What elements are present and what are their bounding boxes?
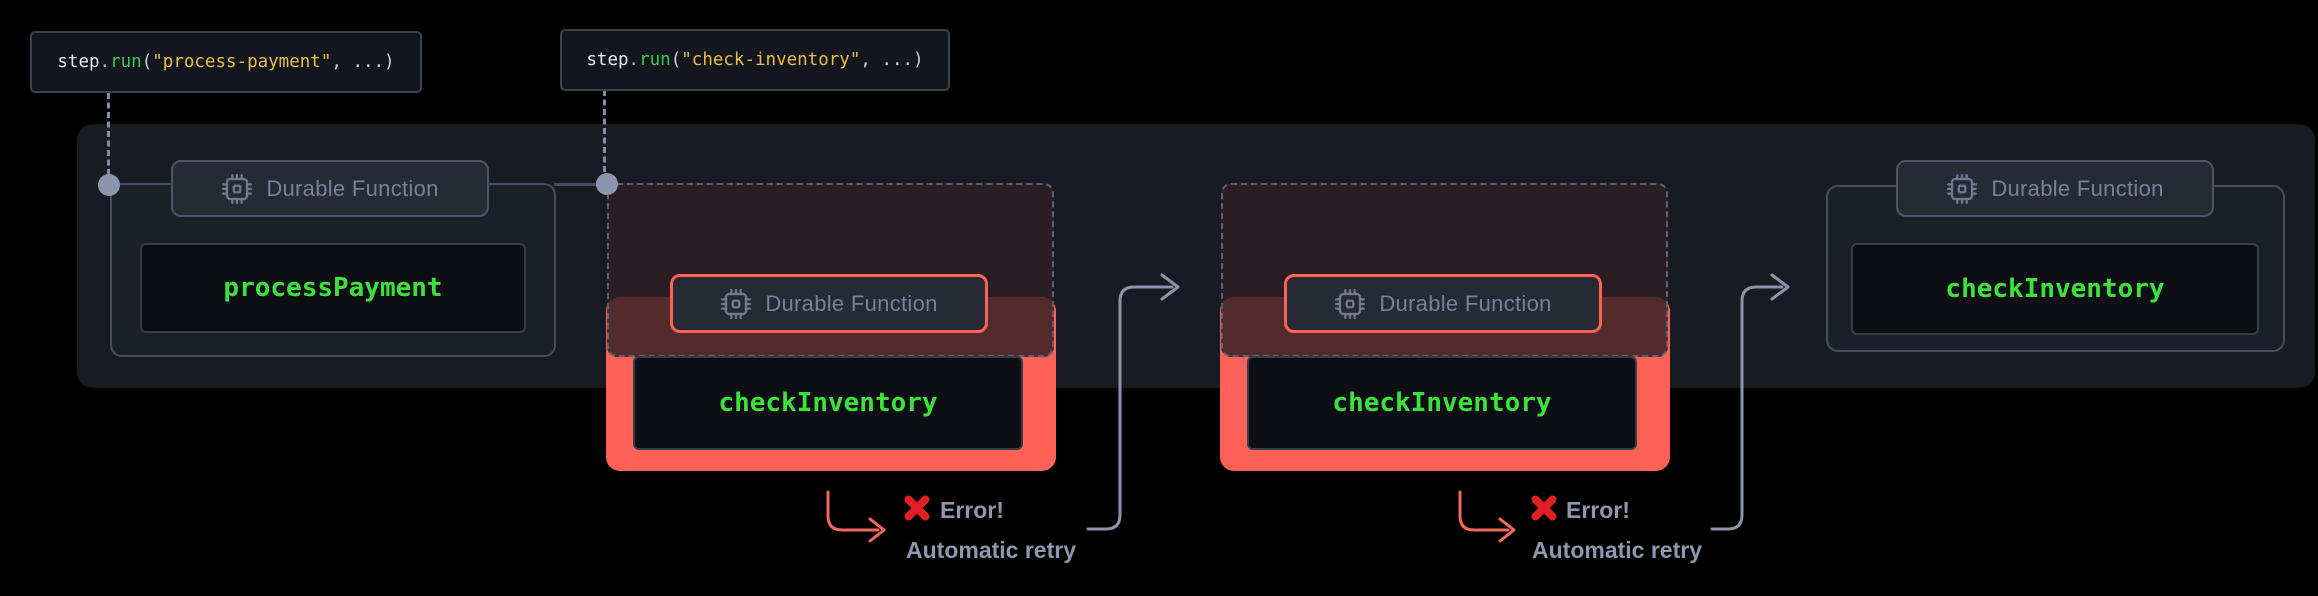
function-name-box-4: checkInventory: [1851, 243, 2259, 335]
code-token: , ...): [331, 52, 395, 72]
retry-label-1: Automatic retry: [906, 537, 1076, 563]
retry-arrow-1: [1086, 273, 1180, 531]
error-label-1: Error!: [940, 497, 1004, 523]
code-token: run: [110, 52, 142, 72]
code-label-check-inventory: step.run("check-inventory", ...): [560, 29, 950, 91]
code-token: step: [586, 50, 629, 70]
error-label-2: Error!: [1566, 497, 1630, 523]
code-token: .: [628, 50, 640, 70]
dashed-connector-1: [107, 93, 110, 175]
code-token: (: [141, 52, 153, 72]
durable-function-badge-4: Durable Function: [1896, 160, 2214, 217]
retry-arrow-2: [1710, 273, 1790, 531]
durable-function-badge-3: Durable Function: [1284, 274, 1602, 333]
cpu-chip-icon: [1335, 288, 1366, 319]
badge-label: Durable Function: [1991, 175, 2164, 201]
durable-function-badge-1: Durable Function: [171, 160, 489, 217]
cpu-chip-icon: [222, 173, 253, 204]
code-token: "check-inventory": [681, 50, 861, 70]
retry-label-2: Automatic retry: [1532, 537, 1702, 563]
code-label-process-payment: step.run("process-payment", ...): [30, 31, 422, 93]
badge-label: Durable Function: [266, 175, 439, 201]
durable-function-badge-2: Durable Function: [670, 274, 988, 333]
function-name-box-2: checkInventory: [633, 356, 1023, 450]
badge-label: Durable Function: [765, 290, 938, 316]
code-token: "process-payment": [152, 52, 332, 72]
connector-line: [554, 183, 598, 186]
badge-label: Durable Function: [1379, 290, 1552, 316]
function-name-box-1: processPayment: [140, 243, 526, 333]
dashed-connector-2: [603, 90, 606, 172]
function-name-box-3: checkInventory: [1247, 356, 1637, 450]
code-token: run: [639, 50, 671, 70]
step-dot-1: [98, 174, 120, 196]
error-arrow-1: [826, 490, 886, 543]
code-token: step: [57, 52, 100, 72]
code-token: , ...): [860, 50, 924, 70]
step-dot-2: [596, 173, 618, 195]
red-x-icon: [1530, 494, 1558, 522]
cpu-chip-icon: [1947, 173, 1978, 204]
code-token: .: [99, 52, 111, 72]
code-token: (: [670, 50, 682, 70]
cpu-chip-icon: [721, 288, 752, 319]
red-x-icon: [903, 494, 931, 522]
error-arrow-2: [1458, 490, 1516, 543]
